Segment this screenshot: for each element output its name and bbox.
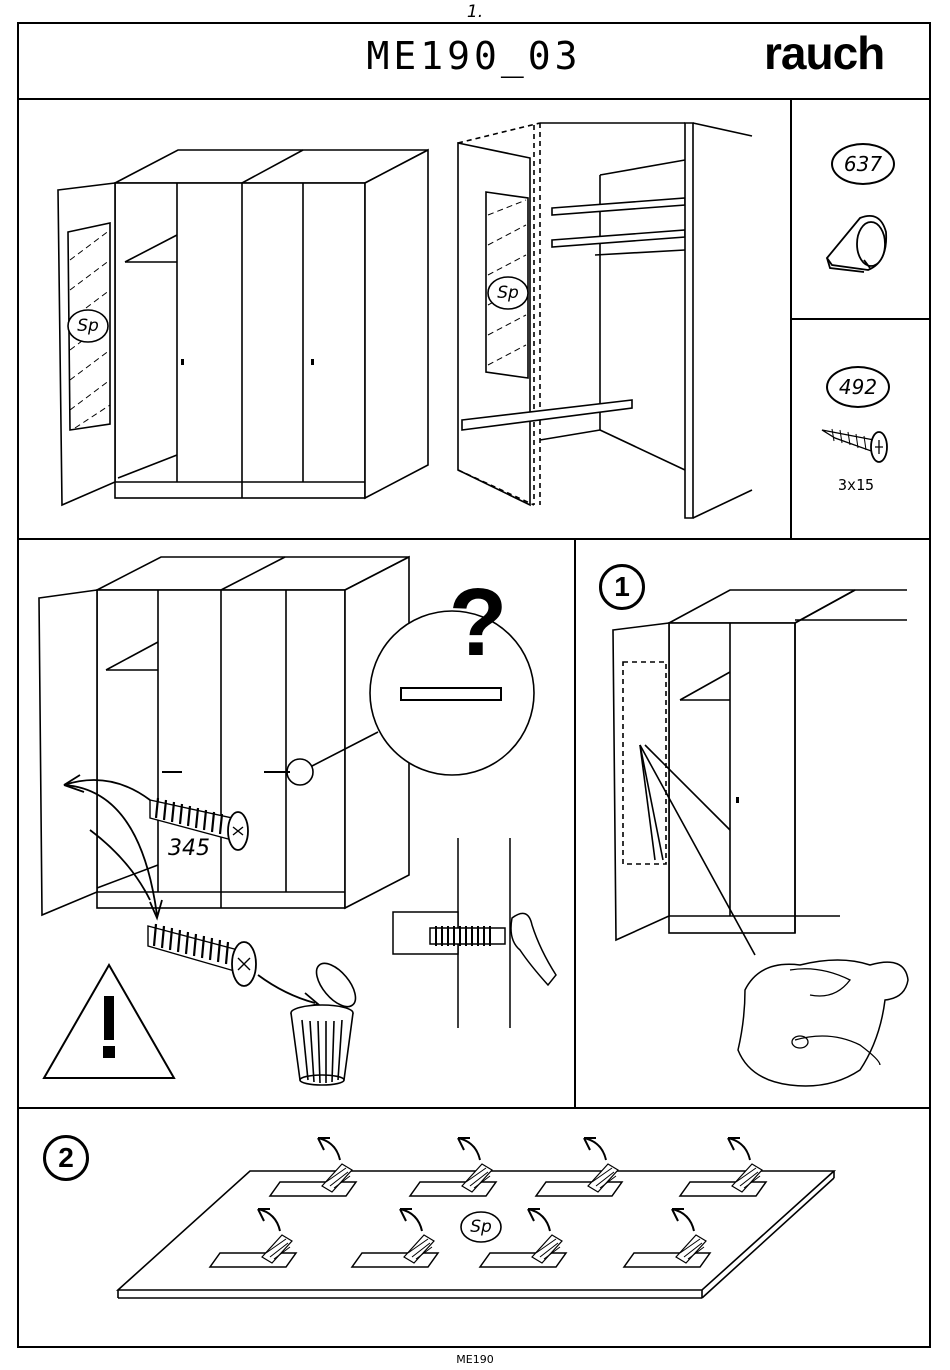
screw-dimension: 3x15 — [826, 476, 886, 494]
connector-637-icon — [827, 216, 886, 272]
mirror-label-3: Sp — [461, 1217, 501, 1237]
screw-492-icon — [822, 429, 887, 462]
trash-can-icon — [291, 957, 363, 1085]
bolt-removal-illustration: ? — [39, 557, 556, 1085]
step-1-badge: 1 — [599, 564, 645, 610]
step-2-badge: 2 — [43, 1135, 89, 1181]
mirror-label-2: Sp — [488, 283, 528, 303]
bolt-part-label: 345 — [168, 836, 210, 861]
mirror-label-1: Sp — [68, 316, 108, 336]
wardrobe-assembled-illustration — [58, 150, 428, 505]
warning-icon — [104, 996, 114, 1040]
part-492-label: 492 — [826, 366, 890, 408]
step1-cleaning-illustration — [613, 590, 908, 1086]
svg-text:?: ? — [449, 569, 508, 676]
part-637-label: 637 — [831, 143, 895, 185]
wardrobe-exploded-illustration — [458, 123, 752, 518]
footer-code: ME190 — [0, 1353, 950, 1366]
